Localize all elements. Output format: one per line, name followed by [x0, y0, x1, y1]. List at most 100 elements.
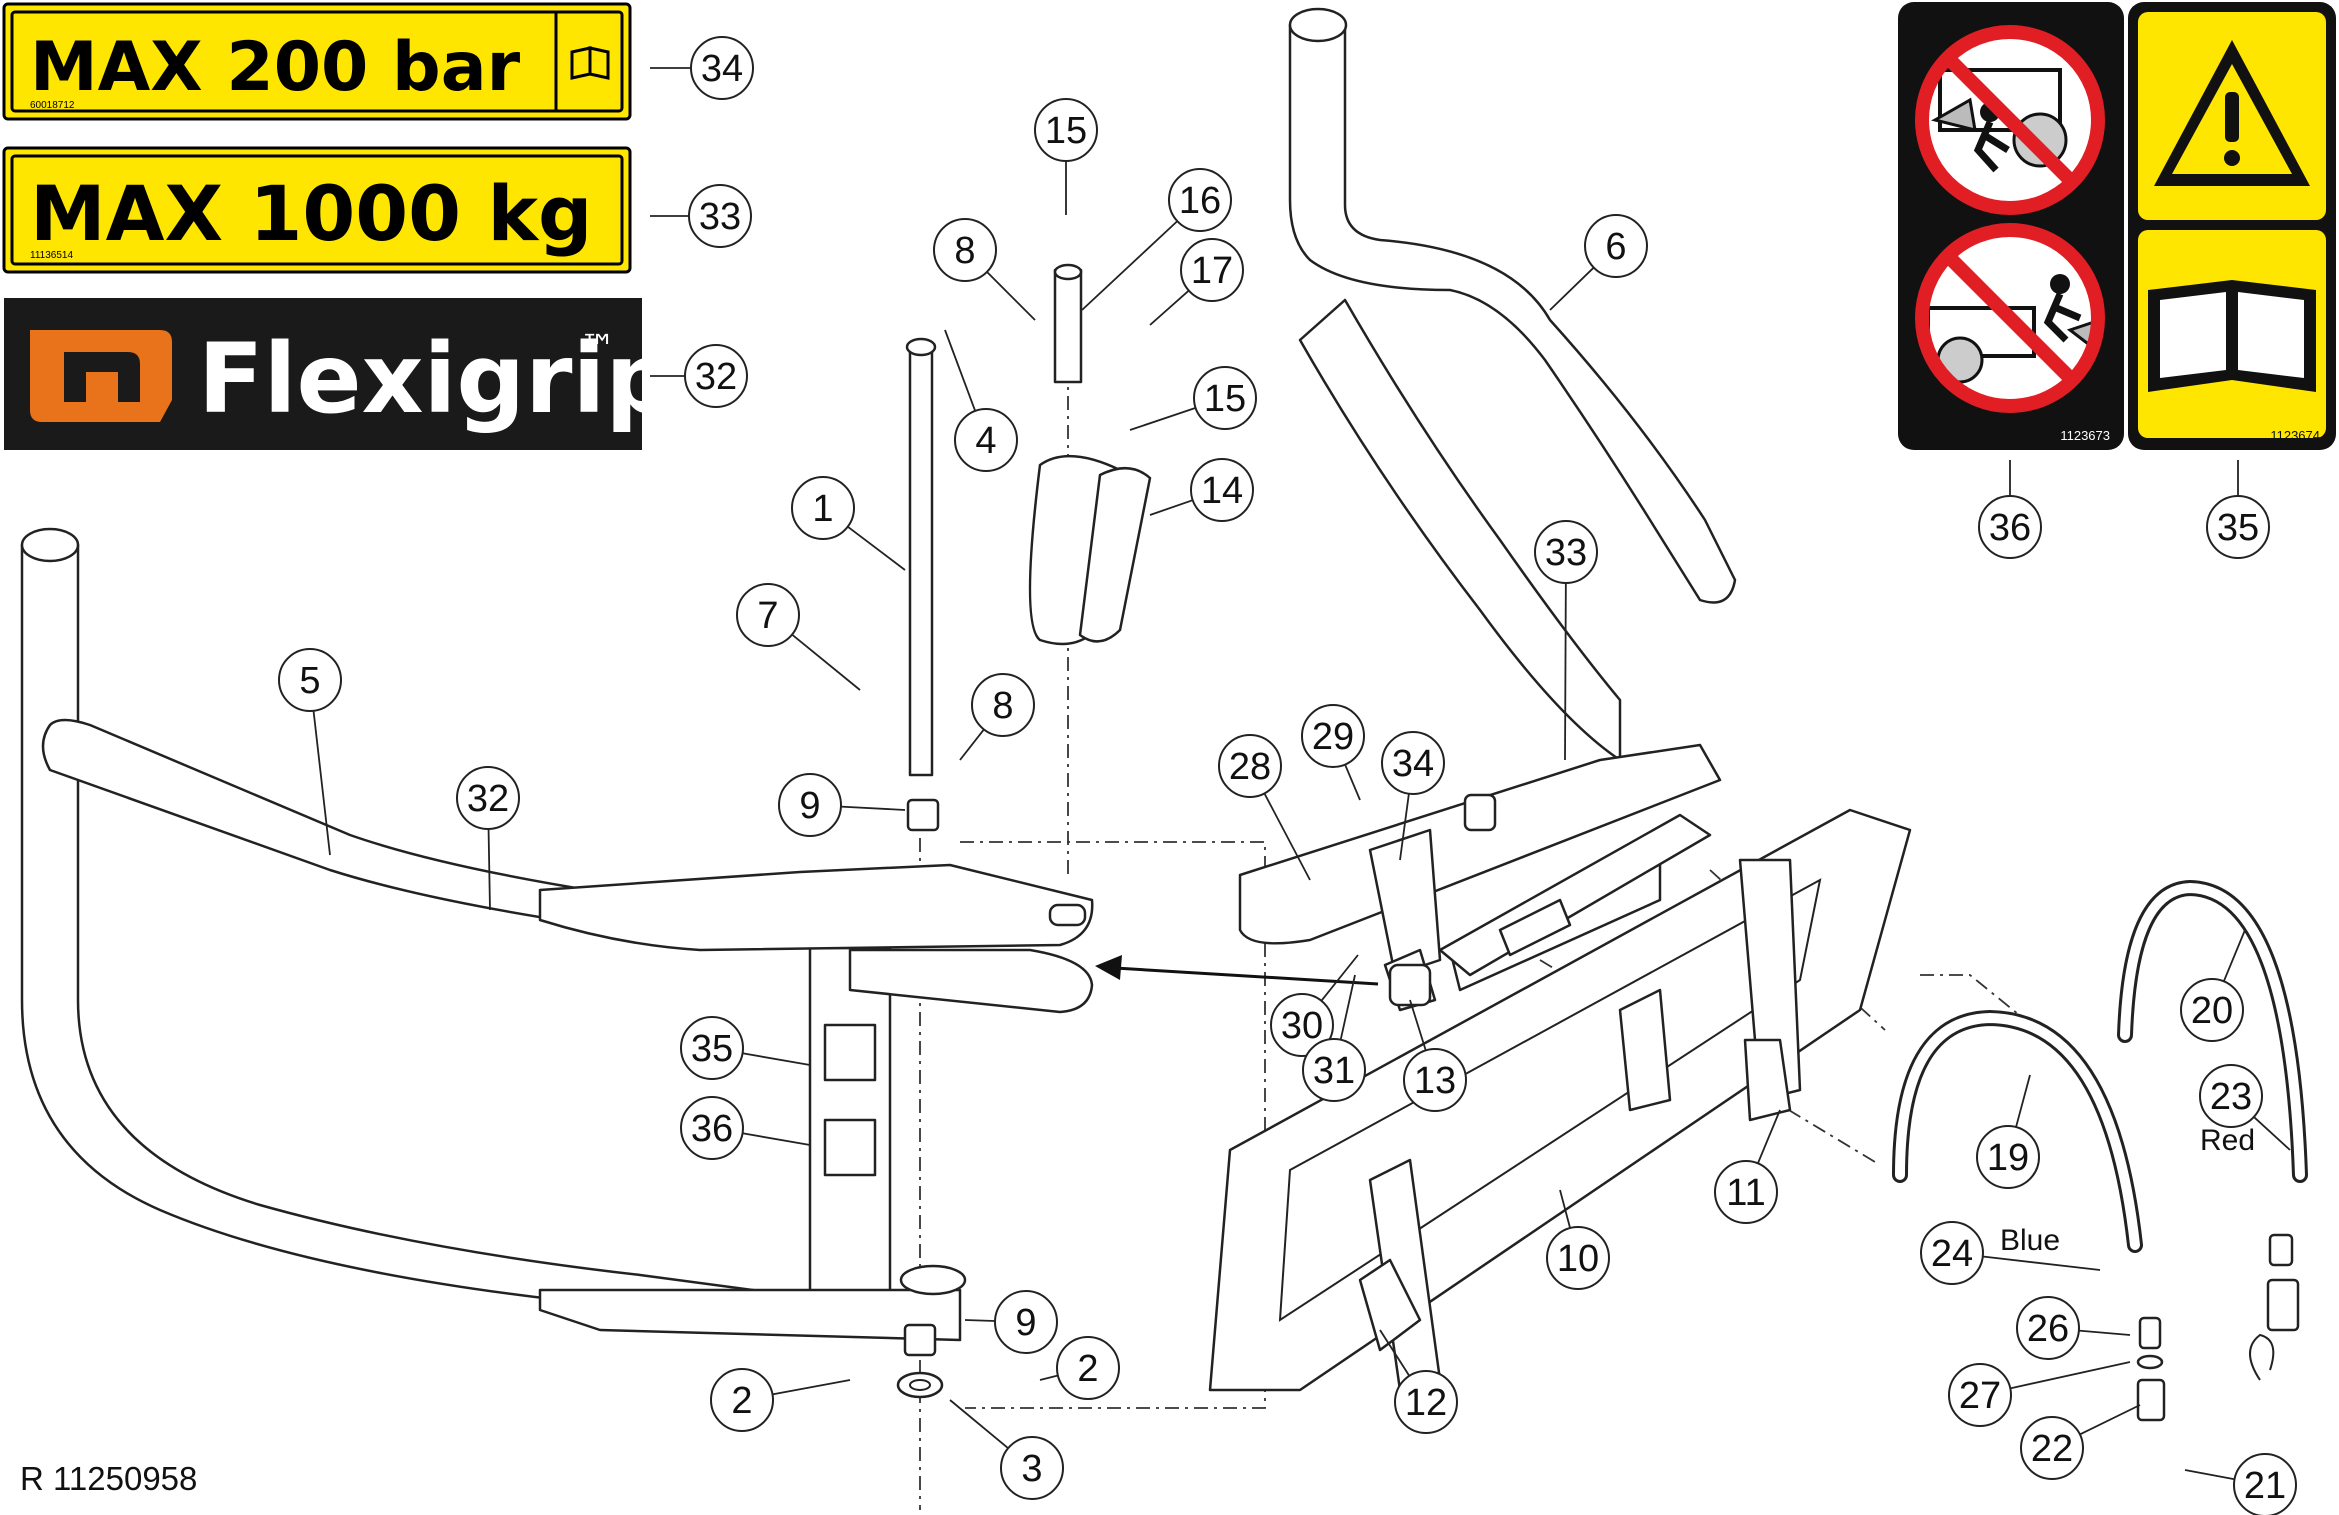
read-manual-icon: [2148, 280, 2316, 392]
callout-c8b-circle: [971, 673, 1035, 737]
callout-c33: 33: [1545, 532, 1587, 574]
assembly-arrow: [1095, 955, 1379, 986]
callout-c21-circle: [2233, 1453, 2297, 1515]
callout-c28: 28: [1229, 746, 1271, 788]
callout-c20-leader: [2222, 929, 2246, 982]
callout-c13-leader: [1409, 999, 1427, 1051]
callout-c1-circle: [791, 476, 855, 540]
callout-c19: 19: [1987, 1137, 2029, 1179]
callout-c20: 20: [2191, 990, 2233, 1032]
callout-c31-circle: [1302, 1038, 1366, 1102]
callout-c15a: 15: [1045, 110, 1087, 152]
callout-c11-circle: [1714, 1160, 1778, 1224]
callout-c10-leader: [1559, 1189, 1571, 1229]
callout-c26-circle: [2016, 1296, 2080, 1360]
callout-c14-circle: [1190, 458, 1254, 522]
hose-color-red: Red: [2200, 1124, 2255, 1157]
callout-c15b-circle: [1193, 366, 1257, 430]
callout-c4-circle: [954, 408, 1018, 472]
callout-c27: 27: [1959, 1375, 2001, 1417]
max-pressure-code: 60018712: [30, 100, 75, 111]
callout-c36: 36: [691, 1108, 733, 1150]
callout-c29-circle: [1301, 704, 1365, 768]
callout-c2b-leader: [1039, 1374, 1059, 1381]
callout-c1: 1: [812, 488, 833, 530]
callout-c22-leader: [2079, 1404, 2141, 1436]
callout-c4-leader: [944, 329, 977, 412]
warning-triangle-icon: [2154, 40, 2310, 186]
callout-c12: 12: [1405, 1382, 1447, 1424]
manual-book-icon: [570, 46, 610, 80]
hose-color-blue: Blue: [2000, 1224, 2060, 1257]
callout-c2b: 2: [1077, 1348, 1098, 1390]
callout-c35: 35: [691, 1028, 733, 1070]
callout-c17-leader: [1149, 289, 1190, 326]
callout-c9b: 9: [1015, 1302, 1036, 1344]
callout-c34-leader: [1399, 793, 1410, 861]
callout-c33-circle: [1534, 520, 1598, 584]
callout-c3: 3: [1021, 1448, 1042, 1490]
callout-c29: 29: [1312, 716, 1354, 758]
callout-c7-circle: [736, 583, 800, 647]
callout-c24: 24: [1931, 1233, 1973, 1275]
callout-c7-leader: [791, 633, 861, 691]
callout-c17-circle: [1180, 238, 1244, 302]
callout-c34-circle: [1381, 731, 1445, 795]
brand-trademark: ™: [580, 328, 616, 369]
callout-c31-leader: [1339, 974, 1356, 1040]
callout-c13: 13: [1414, 1060, 1456, 1102]
left-guide-frame: [20, 527, 1094, 1342]
callout-c15b: 15: [1204, 378, 1246, 420]
attachment-frame: [1208, 808, 1912, 1392]
callout-c22: 22: [2031, 1428, 2073, 1470]
couplings: [2136, 1233, 2300, 1422]
callout-c30: 30: [1281, 1005, 1323, 1047]
callout-c10-circle: [1546, 1226, 1610, 1290]
callout-c5: 5: [299, 660, 320, 702]
callout-c12-leader: [1379, 1329, 1411, 1377]
link-bracket: [1078, 467, 1152, 643]
callout-c26: 26: [2027, 1308, 2069, 1350]
max-load-text: MAX 1000 kg: [30, 169, 592, 258]
callout-decal-max-load: 33: [699, 196, 741, 238]
callout-c2a-circle: [710, 1368, 774, 1432]
callout-c8a: 8: [954, 230, 975, 272]
callout-c17: 17: [1191, 250, 1233, 292]
callout-decal-warning-crush: 36: [1989, 507, 2031, 549]
callout-c2b-circle: [1056, 1336, 1120, 1400]
callout-c21-leader: [2184, 1469, 2235, 1481]
callout-c11: 11: [1726, 1172, 1765, 1214]
hydraulic-cylinder: [1388, 813, 1712, 1007]
callout-c23-circle: [2199, 1064, 2263, 1128]
callout-c11-leader: [1757, 1109, 1781, 1164]
callout-c35-circle: [680, 1016, 744, 1080]
callout-c5-circle: [278, 648, 342, 712]
callout-decal-max-pressure: 34: [701, 48, 743, 90]
warning-manual-code: 1123674: [2270, 428, 2320, 443]
callout-decal-warning-manual: 35: [2217, 507, 2259, 549]
callout-c15a-circle: [1034, 98, 1098, 162]
callout-c26-leader: [2078, 1329, 2131, 1336]
decal-warning-crush: 1123673: [1898, 2, 2124, 450]
brand-name: Flexigrip: [198, 323, 674, 435]
callout-c3-leader: [949, 1399, 1009, 1449]
callout-c5-leader: [312, 710, 331, 856]
callout-c4: 4: [975, 420, 996, 462]
callout-decal-warning-crush-circle: [1978, 495, 2042, 559]
callout-c23-leader: [2253, 1116, 2291, 1151]
decal-warning-manual: 1123674: [2128, 2, 2336, 450]
callout-c16-leader: [1081, 220, 1178, 311]
callout-c9a-circle: [778, 773, 842, 837]
callout-c16-circle: [1168, 168, 1232, 232]
callout-c14-leader: [1149, 499, 1194, 516]
callout-c32: 32: [467, 778, 509, 820]
callout-decal-max-load-circle: [688, 184, 752, 248]
callout-c3-circle: [1000, 1436, 1064, 1500]
callout-c32-circle: [456, 766, 520, 830]
callout-c8b: 8: [992, 685, 1013, 727]
callout-c24-leader: [1982, 1255, 2101, 1271]
callout-c32-leader: [487, 828, 491, 911]
callout-c6-circle: [1584, 214, 1648, 278]
callout-decal-brand: 32: [695, 356, 737, 398]
